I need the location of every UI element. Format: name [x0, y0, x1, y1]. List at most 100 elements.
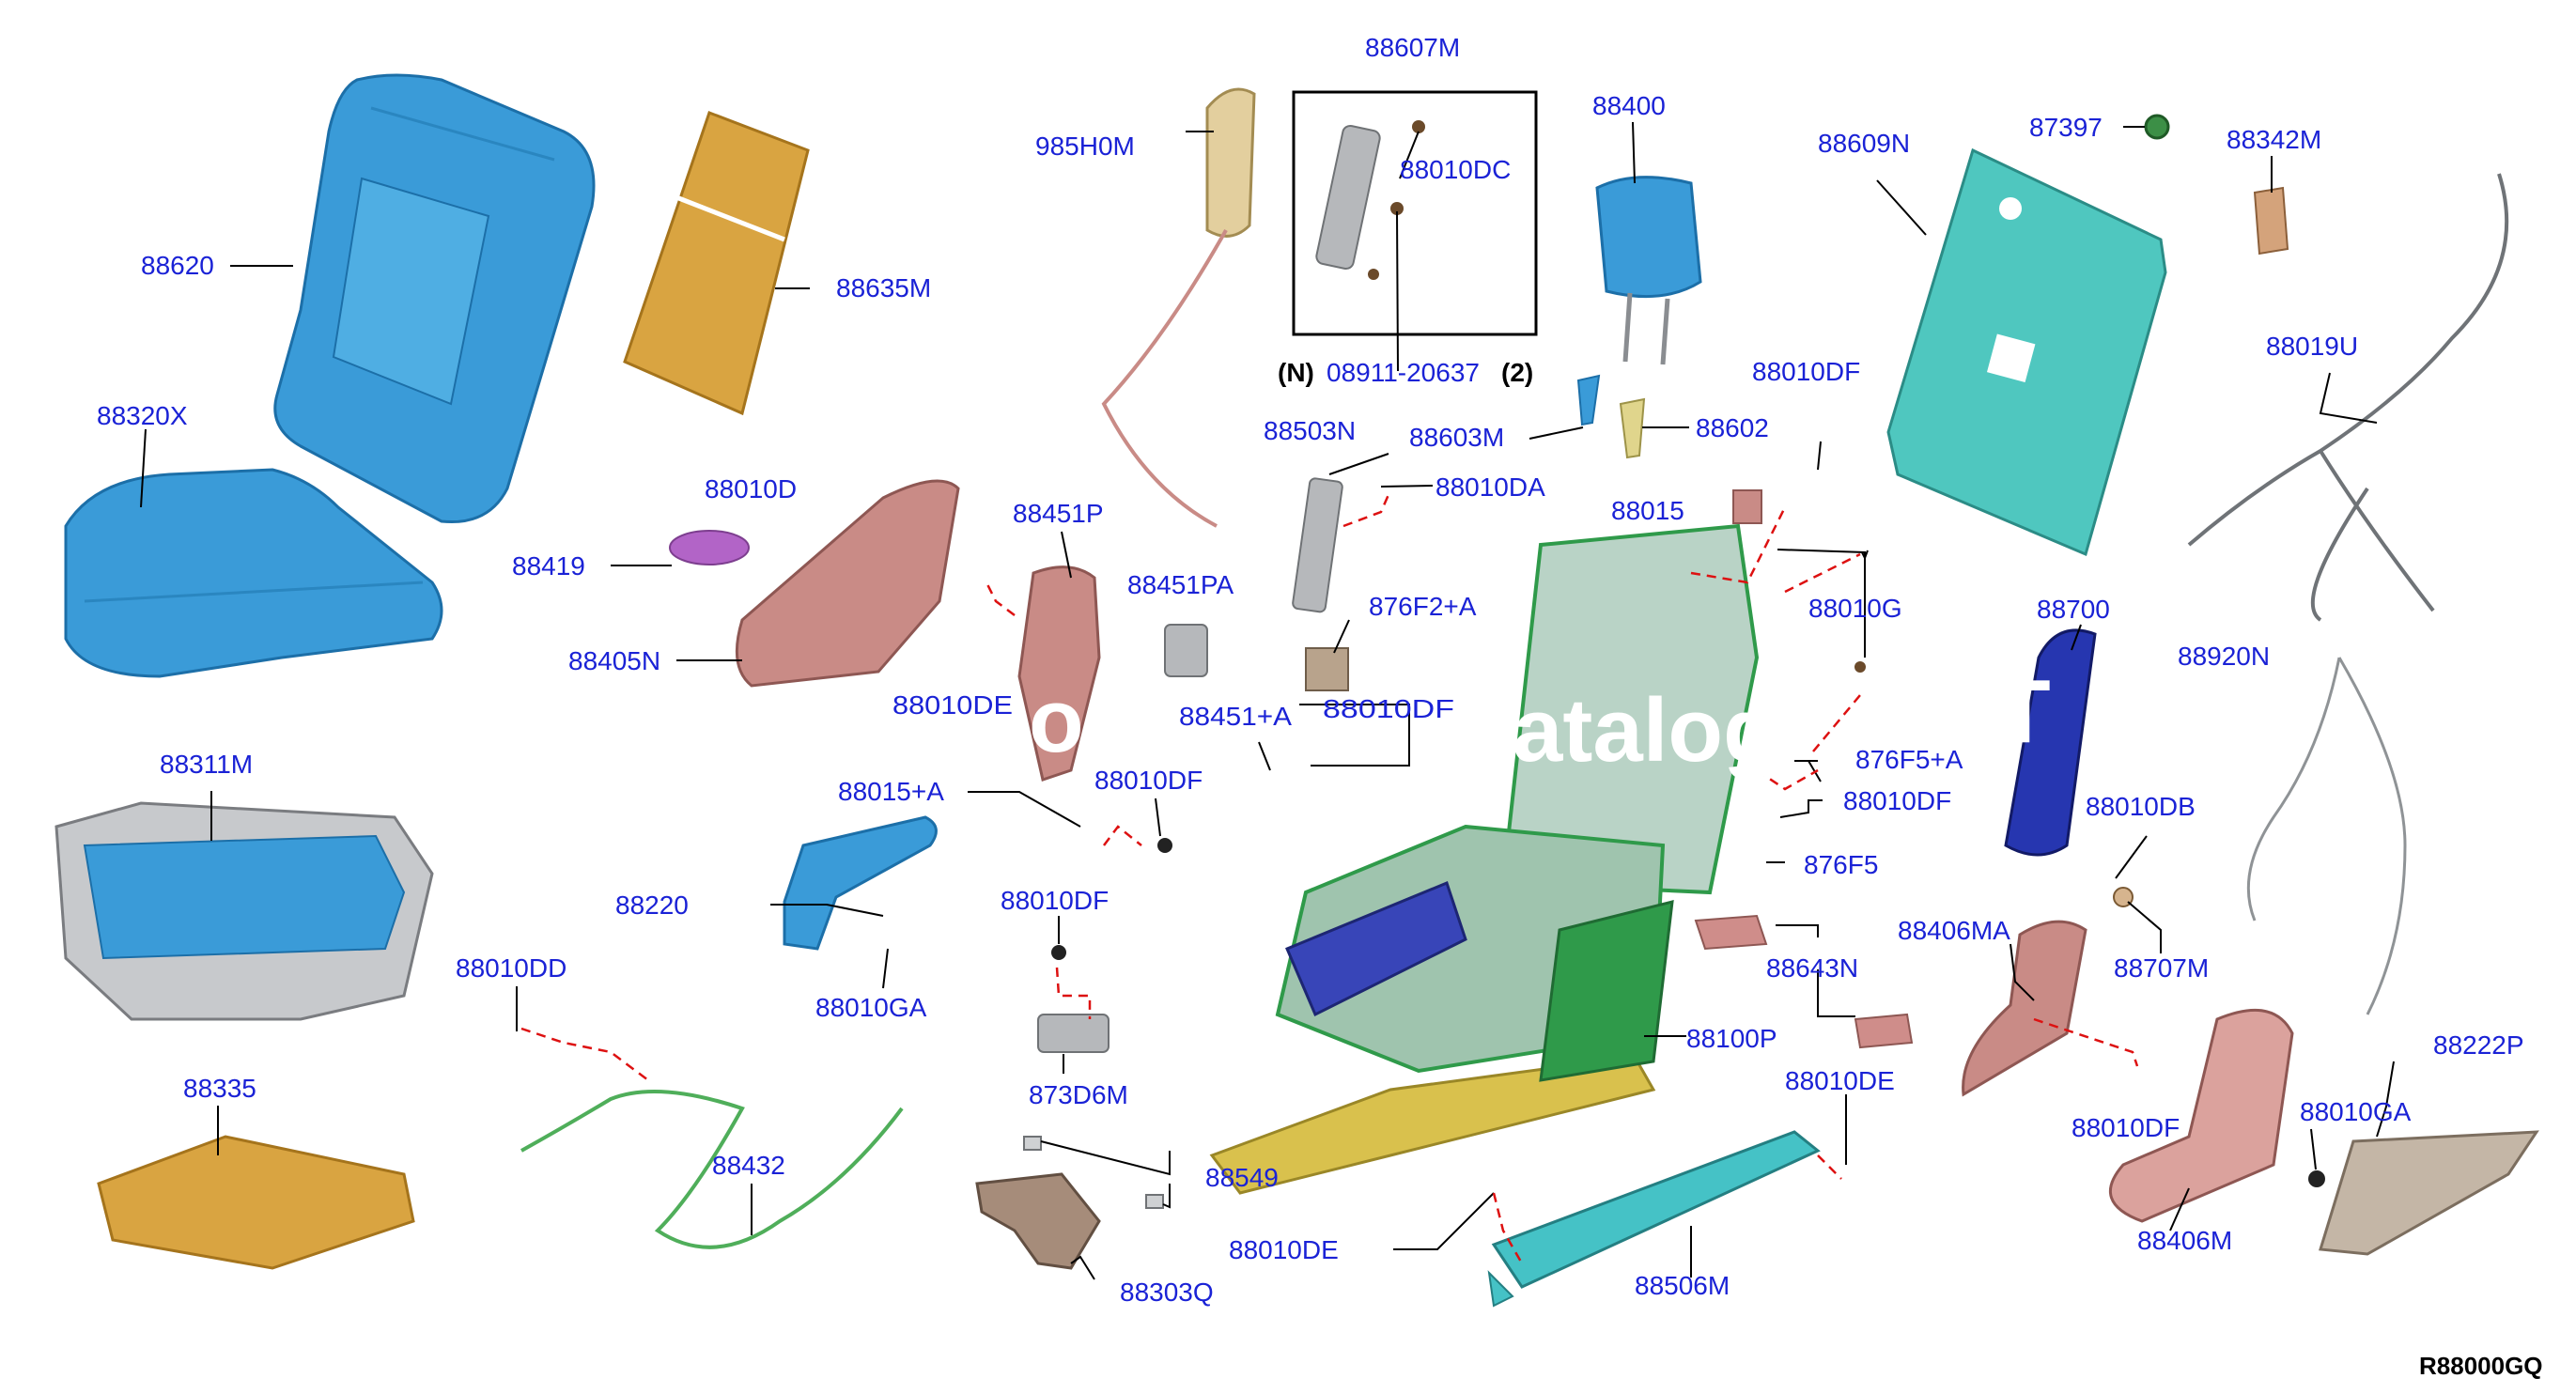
part-88400-headrest-illustration [1595, 176, 1702, 365]
label-88700: 88700 [2037, 595, 2110, 624]
part-88015-illustration [1732, 489, 1762, 524]
label-88503N: 88503N [1264, 416, 1356, 445]
part-88643N-pad-illustration [1694, 914, 1768, 951]
label-88010DE-partial: 88010DE [892, 690, 1013, 720]
part-88503N-illustration [1292, 477, 1343, 613]
part-88603M-guide-illustration [1576, 374, 1601, 426]
bolt-88010DF-e-icon [1051, 945, 1066, 960]
label-88451PA: 88451PA [1127, 570, 1234, 599]
label-88405N: 88405N [568, 646, 660, 675]
watermark-part-2: o [1029, 671, 1084, 771]
label-88311M: 88311M [160, 750, 253, 779]
part-88019U-harness-illustration [2187, 173, 2509, 622]
label-88010DA: 88010DA [1435, 472, 1545, 502]
bolt-88010DC-icon [1412, 120, 1425, 133]
part-88406M-trim-illustration [2108, 1008, 2294, 1223]
part-88607M-kit-box [1292, 90, 1538, 336]
label-88019U: 88019U [2266, 332, 2358, 361]
part-88419-illustration [669, 530, 750, 565]
label-88643N: 88643N [1766, 953, 1858, 983]
label-88406MA: 88406MA [1898, 916, 2010, 945]
watermark-part-4: ST [1935, 661, 2051, 762]
label-88342M: 88342M [2227, 125, 2321, 154]
label-88010DC: 88010DC [1400, 155, 1511, 184]
reference-code: R88000GQ [2419, 1352, 2543, 1380]
part-88920N-harness-illustration [2246, 657, 2407, 1015]
label-88635M: 88635M [836, 273, 931, 302]
part-876F2A-illustration [1305, 647, 1349, 691]
label-88010DF-a: 88010DF [1752, 357, 1860, 386]
part-88549-pad-icon [1023, 1136, 1042, 1151]
part-88220-bracket-illustration [783, 815, 938, 951]
leader-lines [140, 121, 2395, 1280]
label-88015: 88015 [1611, 496, 1684, 525]
label-88010D: 88010D [705, 474, 797, 503]
label-88010GA: 88010GA [815, 993, 927, 1022]
label-985H0M: 985H0M [1035, 132, 1135, 161]
part-88620-seatback-illustration [273, 73, 596, 524]
label-88620: 88620 [141, 251, 214, 280]
label-88010DF-d: 88010DF [1094, 766, 1203, 795]
part-87397-grommet-icon [2144, 114, 2170, 140]
label-88010DE-right: 88010DE [1785, 1066, 1895, 1095]
part-985H0M-airbag-illustration [1101, 87, 1256, 528]
part-88700-armrest-illustration [2004, 628, 2097, 857]
label-88222P: 88222P [2433, 1030, 2524, 1060]
label-88602: 88602 [1696, 413, 1769, 442]
label-88010DF-partial: 88010DF [1323, 694, 1454, 723]
label-876F5A: 876F5+A [1855, 745, 1963, 774]
part-88432-harness-illustration [520, 1090, 904, 1249]
label-88320X: 88320X [97, 401, 188, 430]
label-88506M: 88506M [1635, 1271, 1730, 1300]
label-88100P: 88100P [1686, 1024, 1777, 1053]
label-88400: 88400 [1592, 91, 1666, 120]
part-88405N-trim-illustration [735, 479, 960, 688]
part-88406MA-bracket-illustration [1962, 920, 2087, 1097]
bolt-88010DF-icon [1157, 838, 1172, 853]
label-88010DE-left: 88010DE [1229, 1235, 1339, 1264]
part-88602-guide-illustration [1619, 397, 1646, 459]
label-88609N: 88609N [1818, 129, 1910, 158]
label-876F5: 876F5 [1804, 850, 1878, 879]
part-88643N-pad2-illustration [1854, 1013, 1914, 1049]
watermark-part-1: ffo [211, 661, 327, 762]
label-08911-qty: (2) [1501, 358, 1533, 387]
part-labels: 88620 88635M 88320X 88010D 88419 88405N … [97, 33, 2524, 1307]
label-873D6M: 873D6M [1029, 1080, 1128, 1109]
label-88707M: 88707M [2114, 953, 2209, 983]
part-88549-pad2-icon [1145, 1194, 1164, 1209]
part-88506M-rail-cover-illustration [1487, 1130, 1821, 1308]
label-88010GA-right: 88010GA [2300, 1097, 2412, 1126]
label-88010DF-b: 88010DF [2072, 1113, 2180, 1142]
label-876F2A: 876F2+A [1369, 592, 1477, 621]
part-88342M-clip-illustration [2253, 186, 2289, 256]
label-88010G: 88010G [1808, 594, 1902, 623]
label-88432: 88432 [712, 1151, 785, 1180]
part-88335-pad-illustration [97, 1135, 415, 1270]
bolt-small-icon [1368, 269, 1379, 280]
bolt-88010GA-icon [2308, 1170, 2325, 1187]
bolt-08911-icon [1390, 202, 1404, 215]
part-88311M-cushion-pan-illustration [54, 801, 434, 1021]
label-88010DB: 88010DB [2086, 792, 2196, 821]
bolt-88010G-icon [1854, 661, 1866, 673]
label-88335: 88335 [183, 1074, 256, 1103]
part-88320X-cushion-illustration [64, 468, 443, 678]
label-88451A-partial: 88451+A [1179, 702, 1292, 731]
part-88451P-bracket-illustration [1017, 565, 1101, 782]
label-88303Q: 88303Q [1120, 1278, 1214, 1307]
label-87397: 87397 [2029, 113, 2103, 142]
part-873D6M-illustration [1037, 1014, 1110, 1053]
label-08911-20637: 08911-20637 [1327, 358, 1480, 387]
label-88010DF-c: 88010DF [1843, 786, 1951, 815]
label-88419: 88419 [512, 551, 585, 581]
watermark-part-3: atalog [1513, 680, 1778, 781]
label-88406M: 88406M [2137, 1226, 2232, 1255]
label-88451P: 88451P [1013, 499, 1104, 528]
label-88015A: 88015+A [838, 777, 944, 806]
label-88220: 88220 [615, 891, 689, 920]
label-88607M: 88607M [1365, 33, 1460, 62]
label-08911-prefix: (N) [1278, 358, 1314, 387]
label-88010DD: 88010DD [456, 953, 566, 983]
